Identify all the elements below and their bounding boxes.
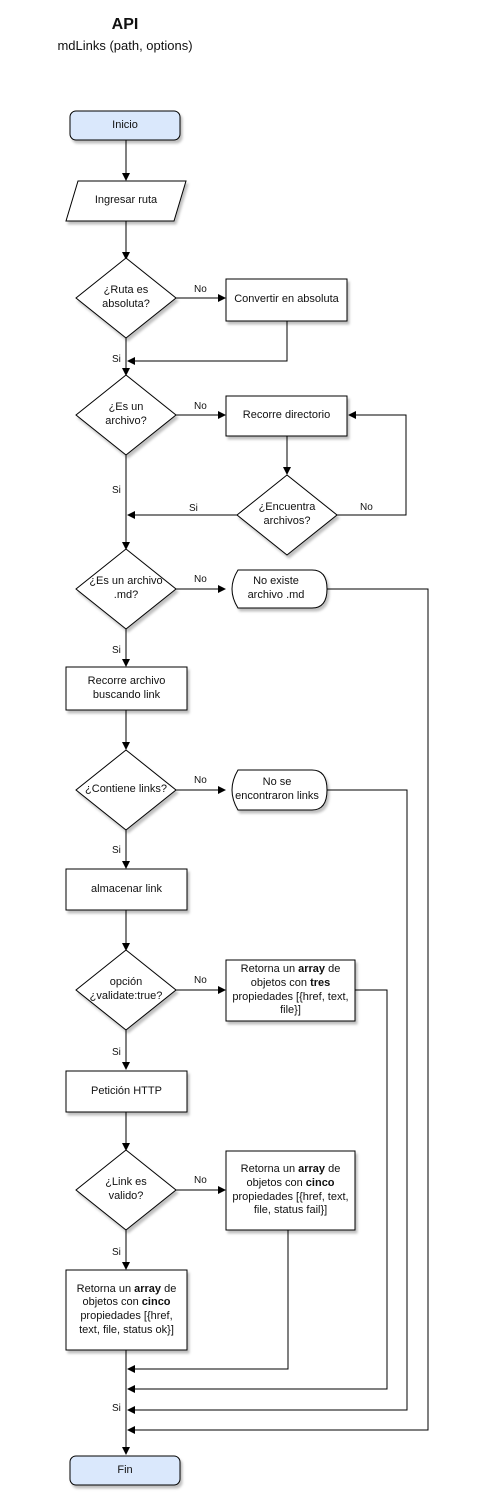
node-almacenar: almacenar link (91, 882, 162, 895)
node-contiene-links: ¿Contiene links? (85, 783, 167, 796)
decision-es-md (75, 548, 177, 630)
terminator-no-links (231, 769, 328, 811)
edge-encuentra-loop (337, 411, 407, 516)
decision-link-valido (75, 1149, 177, 1231)
node-es-archivo: ¿Es un archivo? (105, 401, 147, 427)
node-fin: Fin (117, 1463, 133, 1476)
node-retorna-ok: Retorna un array de objetos con cinco pr… (76, 1282, 177, 1336)
node-inicio: Inicio (112, 118, 138, 131)
edge-noexiste-fin (127, 588, 429, 1434)
node-link-valido: ¿Link es valido? (105, 1176, 147, 1202)
edge-label-no: No (194, 775, 207, 786)
node-encuentra-archivos: ¿Encuentra archivos? (258, 501, 316, 527)
node-recorre-archivo: Recorre archivo buscando link (87, 674, 166, 701)
diagram-title: API (111, 16, 139, 33)
process-convertir (225, 278, 348, 322)
edge-label-si: Si (112, 485, 121, 496)
input-ingresar-ruta (65, 180, 187, 222)
node-recorre-directorio: Recorre directorio (242, 409, 331, 422)
diagram-subtitle: mdLinks (path, options) (57, 38, 193, 53)
edge-tres-fin (127, 989, 388, 1393)
process-almacenar (65, 868, 188, 911)
node-ingresar-ruta: Ingresar ruta (94, 194, 158, 207)
node-es-md: ¿Es un archivo .md? (89, 575, 163, 601)
edge-label-no: No (194, 284, 207, 295)
edge-label-no: No (194, 1175, 207, 1186)
edge-label-no: No (194, 401, 207, 412)
edge-label-no: No (360, 502, 373, 513)
decision-contiene-links (75, 749, 177, 831)
decision-ruta-absoluta (75, 257, 177, 339)
node-no-links: No se encontraron links (235, 776, 319, 802)
edge-convertir-return (127, 321, 288, 365)
edge-fail-fin (127, 1230, 289, 1373)
node-opcion-validate: opción ¿validate:true? (89, 976, 163, 1002)
edge-label-si: Si (112, 354, 121, 365)
node-ruta-absoluta: ¿Ruta es absoluta? (102, 284, 150, 310)
edge-label-no: No (194, 975, 207, 986)
terminator-no-existe (231, 569, 328, 609)
edge-label-si: Si (112, 1247, 121, 1258)
decision-es-archivo (75, 374, 177, 456)
edge-label-si: Si (112, 1403, 121, 1414)
edge-label-si: Si (189, 503, 198, 514)
node-convertir: Convertir en absoluta (234, 293, 339, 306)
node-retorna-fail: Retorna un array de objetos con cinco pr… (232, 1163, 349, 1217)
process-retorna-tres (225, 959, 356, 1022)
process-recorre-archivo (65, 666, 188, 711)
process-retorna-ok (65, 1269, 188, 1351)
node-no-existe: No existe archivo .md (247, 575, 305, 601)
edge-label-si: Si (112, 845, 121, 856)
process-recorre-directorio (225, 395, 348, 437)
node-peticion: Petición HTTP (91, 1084, 162, 1097)
decision-opcion-validate (75, 949, 177, 1031)
edge-label-no: No (194, 574, 207, 585)
edge-nolinks-fin (127, 789, 408, 1414)
node-retorna-tres: Retorna un array de objetos con tres pro… (232, 963, 349, 1017)
decision-encuentra-archivos (236, 474, 338, 556)
terminal-inicio (69, 110, 181, 141)
edge-label-si: Si (112, 1047, 121, 1058)
terminal-fin (69, 1455, 181, 1486)
process-peticion (65, 1070, 188, 1113)
edge-label-si: Si (112, 645, 121, 656)
process-retorna-fail (225, 1150, 356, 1231)
